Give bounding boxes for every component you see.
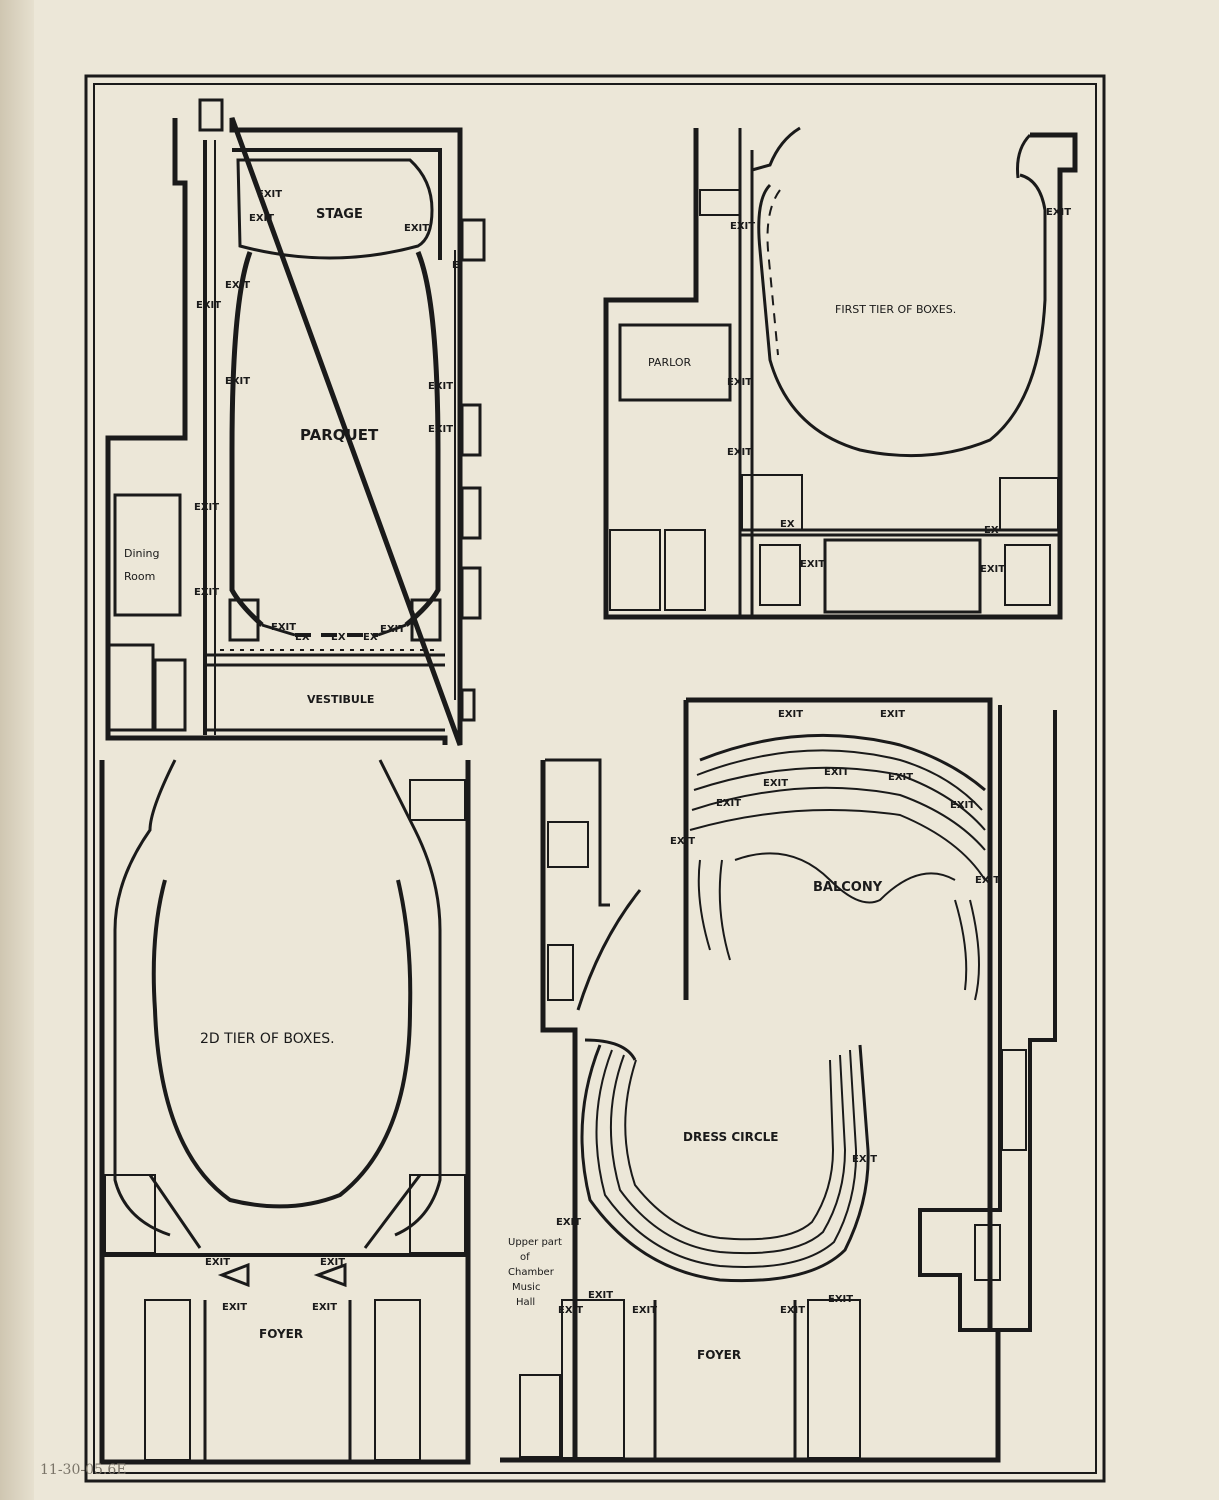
labels: STAGE PARQUET Dining Room VESTIBULE EXIT… bbox=[124, 189, 1071, 1362]
exit-label: EXIT bbox=[1046, 207, 1071, 218]
exit-label: EXIT bbox=[975, 875, 1000, 886]
chamber-hall-line3: Chamber bbox=[508, 1267, 555, 1278]
exit-label: EXIT bbox=[556, 1217, 581, 1228]
exit-label: EXIT bbox=[194, 502, 219, 513]
exit-label: EXIT bbox=[780, 1305, 805, 1316]
exit-label: EXIT bbox=[428, 424, 453, 435]
exit-label: EXIT bbox=[632, 1305, 657, 1316]
exit-label: EXIT bbox=[727, 447, 752, 458]
balcony-label: BALCONY bbox=[813, 880, 883, 895]
exit-label: EXIT bbox=[880, 709, 905, 720]
balcony-plan bbox=[500, 697, 1057, 1463]
exit-label: EXIT bbox=[716, 798, 741, 809]
exit-label: EXIT bbox=[800, 559, 825, 570]
chamber-hall-line1: Upper part bbox=[508, 1237, 562, 1248]
exit-label: EXIT bbox=[778, 709, 803, 720]
exit-label: EX bbox=[331, 632, 346, 643]
exit-label: EXIT bbox=[888, 772, 913, 783]
parquet-label: PARQUET bbox=[300, 426, 379, 444]
second-tier-plan bbox=[99, 759, 471, 1465]
exit-label: EXIT bbox=[558, 1305, 583, 1316]
inner-border bbox=[93, 83, 1097, 1474]
exit-label: EXIT bbox=[271, 622, 296, 633]
exit-label: EXIT bbox=[257, 189, 282, 200]
exit-label: EXIT bbox=[225, 376, 250, 387]
exit-label: EXIT bbox=[824, 767, 849, 778]
chamber-hall-line4: Music bbox=[512, 1282, 540, 1293]
exit-label: EXIT bbox=[222, 1302, 247, 1313]
exit-label: EXIT bbox=[828, 1294, 853, 1305]
exit-label: EXIT bbox=[249, 213, 274, 224]
pencil-annotation: 11-30-05.6E bbox=[40, 1462, 127, 1478]
first-tier-title: FIRST TIER OF BOXES. bbox=[835, 303, 956, 316]
outer-border bbox=[84, 74, 1106, 1483]
exit-label: EXIT bbox=[205, 1257, 230, 1268]
dress-circle-label: DRESS CIRCLE bbox=[683, 1130, 778, 1144]
exit-label: EXIT bbox=[194, 587, 219, 598]
exit-label: EXIT bbox=[312, 1302, 337, 1313]
exit-label: EXIT bbox=[763, 778, 788, 789]
parquet-plan bbox=[105, 98, 486, 746]
chamber-hall-line2: of bbox=[520, 1252, 530, 1263]
exit-label: EXIT bbox=[196, 300, 221, 311]
parlor-label: PARLOR bbox=[648, 356, 691, 369]
foyer-label: FOYER bbox=[259, 1327, 303, 1341]
exit-label: EXIT bbox=[980, 564, 1005, 575]
foyer-label: FOYER bbox=[697, 1348, 741, 1362]
exit-label: EXIT bbox=[950, 800, 975, 811]
room-label: Room bbox=[124, 570, 155, 583]
exit-label: EX bbox=[984, 525, 999, 536]
stage-label: STAGE bbox=[316, 207, 363, 222]
exit-label: EXIT bbox=[225, 280, 250, 291]
dining-label: Dining bbox=[124, 547, 160, 560]
exit-label: EXIT bbox=[404, 223, 429, 234]
exit-label: EXIT bbox=[320, 1257, 345, 1268]
exit-label: EX bbox=[363, 632, 378, 643]
exit-label: EXIT bbox=[428, 381, 453, 392]
binding-spine bbox=[0, 0, 34, 1500]
exit-label: EX bbox=[780, 519, 795, 530]
exit-label: EXIT bbox=[670, 836, 695, 847]
exit-label: EXIT bbox=[380, 624, 405, 635]
chamber-hall-line5: Hall bbox=[516, 1297, 535, 1308]
exit-label: EXIT bbox=[727, 377, 752, 388]
second-tier-title: 2D TIER OF BOXES. bbox=[200, 1031, 335, 1047]
exit-label: E bbox=[452, 260, 459, 271]
exit-label: EXIT bbox=[730, 221, 755, 232]
vestibule-label: VESTIBULE bbox=[307, 693, 374, 706]
exit-label: EXIT bbox=[588, 1290, 613, 1301]
exit-label: EX bbox=[295, 632, 310, 643]
first-tier-plan bbox=[603, 126, 1078, 620]
exit-label: EXIT bbox=[852, 1154, 877, 1165]
